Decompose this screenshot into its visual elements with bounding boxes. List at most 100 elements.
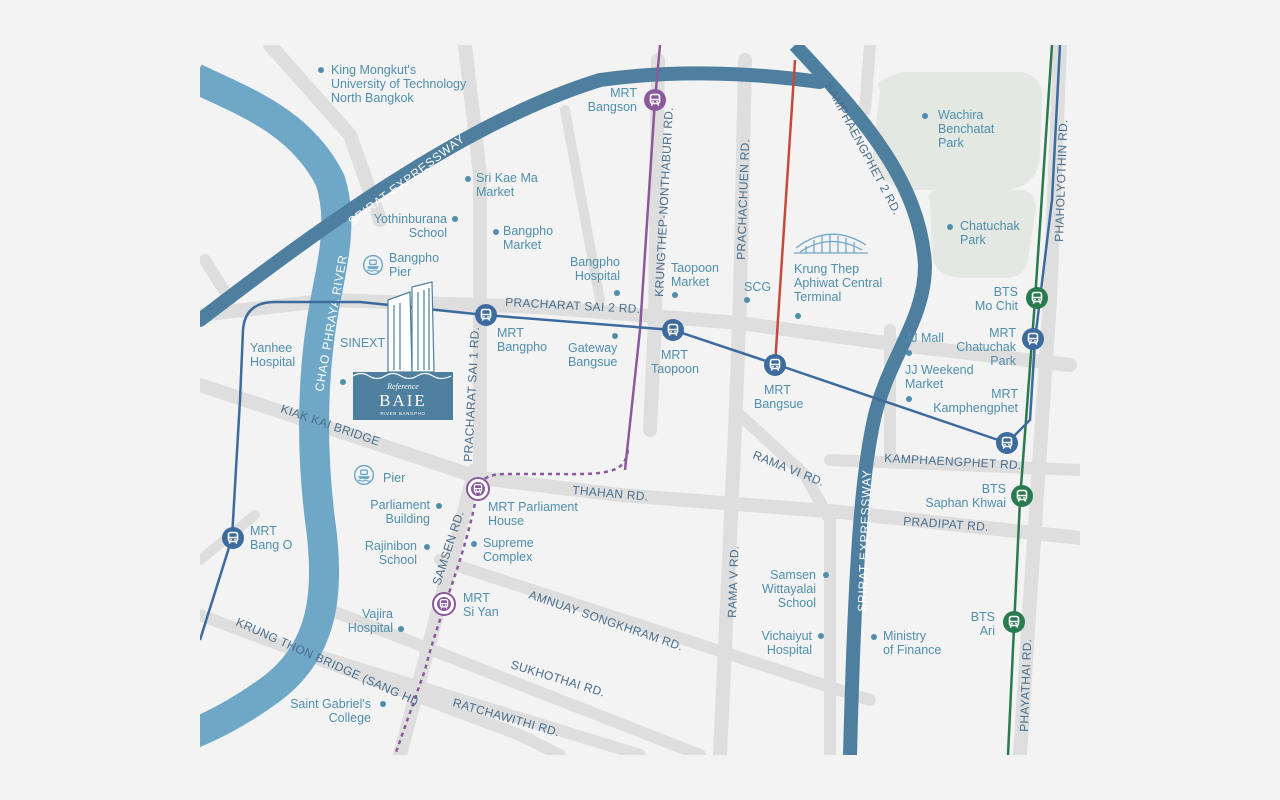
place-label-line: Gateway <box>568 341 618 355</box>
station-marker-mrt-parliament-house[interactable] <box>466 477 490 501</box>
place-label-line: Vichaiyut <box>762 629 813 643</box>
place-label-line: JJ Mall <box>905 331 944 345</box>
place-dot <box>947 224 953 230</box>
place-label-line: SINEXT <box>340 336 386 350</box>
place-label-line: Market <box>671 275 710 289</box>
station-label-line: MRT <box>989 326 1016 340</box>
place-label-line: Saint Gabriel's <box>290 697 371 711</box>
station-label-line: Park <box>990 354 1016 368</box>
station-marker-bts-ari[interactable] <box>1003 611 1025 633</box>
place-label-line: Bangpho <box>389 251 439 265</box>
station-label-line: MRT <box>497 326 524 340</box>
station-label-line: Bangsue <box>754 397 803 411</box>
road-label-phayathai: PHAYATHAI RD. <box>1017 638 1034 732</box>
place-label-line: Supreme <box>483 536 534 550</box>
mrt-purple-line <box>623 45 662 471</box>
station-label-line: MRT <box>764 383 791 397</box>
station-label-line: Ari <box>980 624 995 638</box>
station-marker-mrt-taopoon[interactable] <box>662 319 684 341</box>
station-label-line: Si Yan <box>463 605 499 619</box>
station-marker-mrt-chatuchak-park[interactable] <box>1022 328 1044 350</box>
place-dot <box>398 626 404 632</box>
station-label-line: MRT <box>661 348 688 362</box>
place-label-line: Chatuchak <box>960 219 1021 233</box>
station-label-line: MRT <box>991 387 1018 401</box>
chao-phraya-river <box>200 64 352 748</box>
station-marker-mrt-bang-o[interactable] <box>222 527 244 549</box>
place-dot <box>795 313 801 319</box>
place-label-line: Park <box>938 136 964 150</box>
road-label-pradipat: PRADIPAT RD. <box>903 514 989 534</box>
place-label-line: Terminal <box>794 290 841 304</box>
place-label-line: Hospital <box>767 643 812 657</box>
road-label-thahan: THAHAN RD. <box>572 483 649 504</box>
station-marker-mrt-kamphengphet[interactable] <box>996 432 1018 454</box>
station-marker-mrt-bangpho[interactable] <box>475 304 497 326</box>
station-label-line: Chatuchak <box>956 340 1017 354</box>
srirat-expressway-east <box>789 45 933 755</box>
station-marker-bts-saphan-khwai[interactable] <box>1011 485 1033 507</box>
place-label-line: Ministry <box>883 629 927 643</box>
place-dot <box>465 176 471 182</box>
road-network <box>200 45 1080 755</box>
station-marker-mrt-si-yan[interactable] <box>432 592 456 616</box>
terminal-building-icon <box>794 233 868 254</box>
station-label-line: BTS <box>994 285 1018 299</box>
station-label-line: MRT <box>463 591 490 605</box>
place-dot <box>471 541 477 547</box>
project-baie-logo[interactable]: Reference BAIE RIVER BANGPHO <box>352 281 453 420</box>
place-label-line: King Mongkut's <box>331 63 416 77</box>
station-label-line: MRT <box>250 524 277 538</box>
pier-boat-icon <box>353 464 375 486</box>
station-marker-bts-mo-chit[interactable] <box>1026 287 1048 309</box>
station-label-line: BTS <box>971 610 995 624</box>
place-label-line: Bangsue <box>568 355 617 369</box>
place-label-line: Yanhee <box>250 341 292 355</box>
place-label: SINEXT <box>340 336 386 350</box>
place-label-line: Market <box>476 185 515 199</box>
place-label-line: Hospital <box>575 269 620 283</box>
station-marker-mrt-bangsue[interactable] <box>764 354 786 376</box>
place-label-line: School <box>379 553 417 567</box>
place-dot <box>380 701 386 707</box>
station-label-line: Kamphengphet <box>933 401 1018 415</box>
road-label-rama-v: RAMA V RD. <box>725 545 742 618</box>
station-marker-mrt-bangson[interactable] <box>644 89 666 111</box>
place-label-line: Vajira <box>362 607 393 621</box>
place-dot <box>424 544 430 550</box>
station-markers <box>222 89 1048 633</box>
srirat-expressway-west <box>200 66 827 327</box>
road-label-prachachuen: PRACHACHUEN RD. <box>734 139 752 261</box>
red-line <box>773 59 797 366</box>
logo-script: Reference <box>386 382 419 391</box>
place-dot <box>922 113 928 119</box>
chatuchak-park-area <box>929 189 1036 278</box>
place-dot <box>340 379 346 385</box>
place-label-line: Pier <box>383 471 405 485</box>
place-label-line: University of Technology <box>331 77 467 91</box>
place-label-line: Parliament <box>370 498 430 512</box>
station-label-line: MRT <box>610 86 637 100</box>
place-label-line: Building <box>386 512 431 526</box>
road-label-phaholyothin: PHAHOLYOTHIN RD. <box>1052 119 1070 242</box>
